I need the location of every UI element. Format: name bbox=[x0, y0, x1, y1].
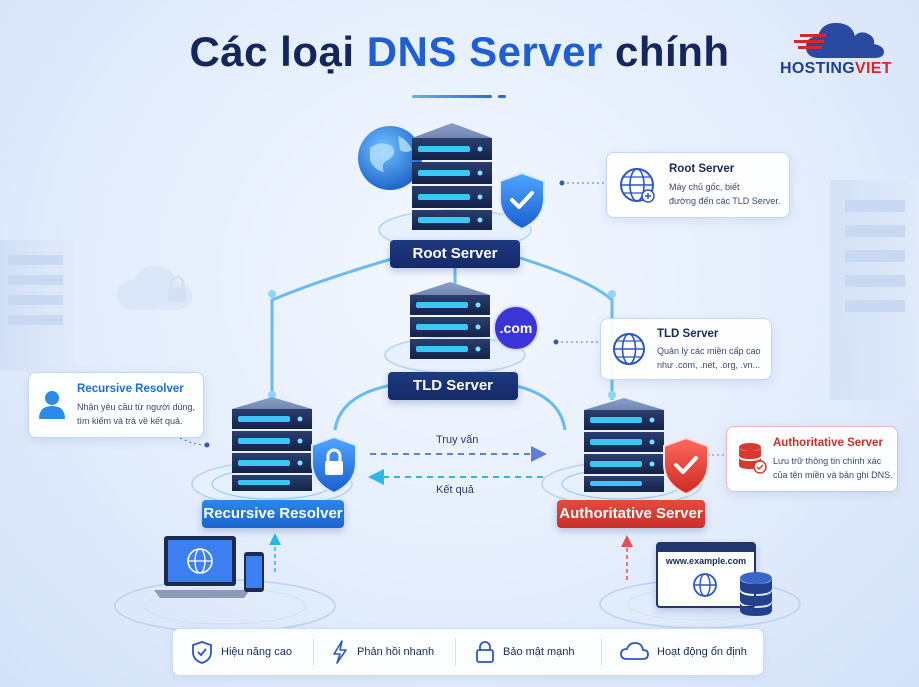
root-server-rack bbox=[412, 123, 492, 230]
resolver-card-desc-2: tìm kiếm và trả về kết quả. bbox=[77, 416, 183, 426]
tld-card-desc-1: Quản lý các miền cấp cao bbox=[657, 346, 761, 356]
globe-icon bbox=[620, 168, 655, 203]
feature-divider bbox=[313, 639, 314, 665]
edge-root-resolver bbox=[270, 256, 396, 400]
lock-shield-icon bbox=[311, 435, 357, 495]
database-icon bbox=[739, 443, 767, 474]
root-server-card: Root Server Máy chủ gốc, biết đường đến … bbox=[606, 152, 790, 218]
authoritative-server-illustration bbox=[584, 398, 709, 496]
features-bar: Hiệu năng cao Phản hồi nhanh Bảo mật mạn… bbox=[172, 628, 764, 676]
feature-label: Bảo mật mạnh bbox=[503, 646, 575, 658]
resolver-card-desc-1: Nhận yêu cầu từ người dùng, bbox=[77, 402, 196, 412]
root-server-label: Root Server bbox=[390, 240, 520, 268]
root-card-title: Root Server bbox=[669, 163, 735, 175]
resolver-card: Recursive Resolver Nhận yêu cầu từ người… bbox=[28, 372, 204, 438]
title-underline-dot bbox=[498, 95, 506, 98]
lock-icon bbox=[476, 641, 494, 663]
title-part2: DNS Server bbox=[366, 28, 603, 75]
feature-divider bbox=[455, 639, 456, 665]
authoritative-card: Authoritative Server Lưu trữ thông tin c… bbox=[726, 426, 898, 492]
globe-icon bbox=[613, 333, 645, 365]
shield-check-red-icon bbox=[663, 436, 709, 496]
client-devices bbox=[154, 536, 264, 598]
website-url: www.example.com bbox=[665, 556, 747, 566]
authoritative-card-desc-2: của tên miền và bản ghi DNS. bbox=[773, 470, 893, 480]
cloud-icon bbox=[620, 642, 649, 660]
root-card-desc-2: đường đến các TLD Server. bbox=[669, 196, 781, 206]
hostingviet-logo bbox=[794, 22, 884, 58]
authoritative-card-title: Authoritative Server bbox=[773, 437, 883, 449]
feature-item: Hiệu năng cao bbox=[191, 629, 292, 675]
resolver-label: Recursive Resolver bbox=[202, 500, 344, 528]
tld-server-label: TLD Server bbox=[388, 372, 518, 400]
user-icon bbox=[39, 391, 65, 419]
edge-tld-authoritative bbox=[511, 383, 567, 431]
tld-server-card: TLD Server Quản lý các miền cấp cao như … bbox=[600, 318, 772, 380]
authoritative-card-desc-1: Lưu trữ thông tin chính xác bbox=[773, 456, 882, 466]
feature-divider bbox=[601, 639, 602, 665]
feature-label: Hoạt động ổn định bbox=[657, 646, 747, 658]
edge-root-authoritative bbox=[519, 256, 614, 400]
lightning-icon bbox=[333, 640, 347, 664]
dotcom-badge bbox=[493, 305, 539, 351]
resolver-card-title: Recursive Resolver bbox=[77, 383, 184, 395]
laptop-icon bbox=[154, 536, 250, 598]
feature-item: Phản hồi nhanh bbox=[331, 629, 434, 675]
tld-card-title: TLD Server bbox=[657, 328, 719, 340]
query-label: Truy vấn bbox=[436, 434, 479, 446]
authoritative-label: Authoritative Server bbox=[557, 500, 705, 528]
brand-name: HOSTINGVIET bbox=[780, 60, 906, 78]
edge-tld-resolver bbox=[333, 383, 393, 431]
globe-icon bbox=[693, 573, 717, 597]
shield-check-icon bbox=[499, 171, 545, 231]
title-underline bbox=[412, 95, 492, 98]
shield-check-icon bbox=[192, 641, 212, 664]
resolver-server-illustration bbox=[232, 397, 357, 495]
tld-badge-text: .com bbox=[500, 320, 533, 336]
result-label: Kết quả bbox=[436, 484, 474, 496]
phone-icon bbox=[244, 552, 264, 592]
feature-item: Hoạt động ổn định bbox=[619, 629, 747, 675]
title-part1: Các loại bbox=[189, 28, 355, 75]
tld-card-desc-2: như .com, .net, .org, .vn... bbox=[657, 360, 761, 370]
root-card-desc-1: Máy chủ gốc, biết bbox=[669, 182, 740, 192]
tld-server-illustration: .com bbox=[410, 282, 539, 359]
database-stack-icon bbox=[740, 572, 772, 616]
feature-label: Phản hồi nhanh bbox=[357, 646, 435, 658]
feature-item: Bảo mật mạnh bbox=[475, 629, 575, 675]
brand-name-part2: VIET bbox=[855, 60, 892, 77]
brand-name-part1: HOSTING bbox=[780, 60, 855, 77]
feature-label: Hiệu năng cao bbox=[221, 646, 292, 658]
page-title: Các loại DNS Server chính bbox=[0, 28, 919, 76]
title-part3: chính bbox=[615, 28, 730, 75]
root-server-illustration bbox=[358, 123, 545, 231]
